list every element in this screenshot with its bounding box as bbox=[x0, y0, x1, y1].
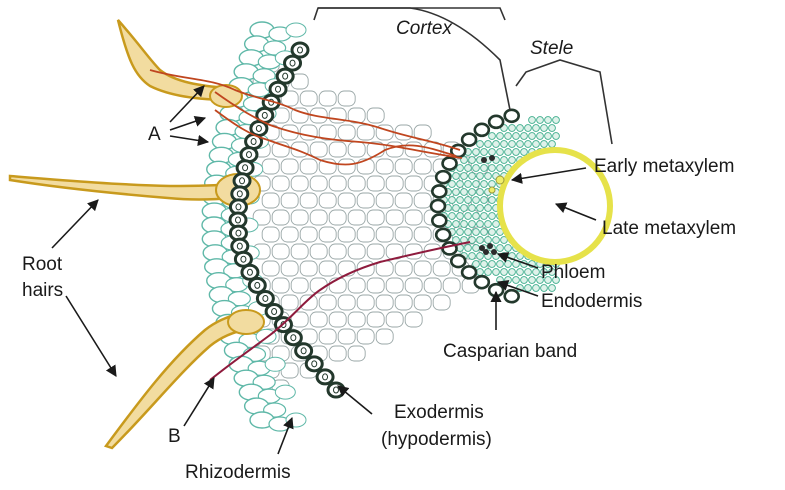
endodermis-label: Endodermis bbox=[541, 291, 642, 312]
hypodermis-label: (hypodermis) bbox=[381, 429, 492, 450]
pathway-b-label: B bbox=[168, 426, 181, 447]
early-metaxylem-label: Early metaxylem bbox=[594, 156, 734, 177]
root-hair-middle bbox=[10, 176, 232, 200]
pathway-a-label: A bbox=[148, 124, 161, 145]
late-metaxylem-label: Late metaxylem bbox=[602, 218, 736, 239]
stele-label: Stele bbox=[530, 38, 573, 59]
arrow-a-3 bbox=[170, 136, 208, 142]
root-hairs-label-line1: Root bbox=[22, 254, 63, 275]
arrow-root-hairs-up bbox=[52, 200, 98, 248]
arrow-root-hairs-down bbox=[66, 296, 116, 376]
arrow-b bbox=[184, 378, 214, 426]
casparian-band-label: Casparian band bbox=[443, 341, 577, 362]
phloem-label: Phloem bbox=[541, 262, 605, 283]
root-hairs-label-line2: hairs bbox=[22, 280, 63, 301]
exodermis-label: Exodermis bbox=[394, 402, 484, 423]
rhizodermis-label: Rhizodermis bbox=[185, 462, 291, 483]
stele-bracket bbox=[516, 60, 612, 144]
arrow-exodermis bbox=[338, 386, 372, 414]
cortex-label: Cortex bbox=[396, 18, 453, 39]
arrow-a-2 bbox=[170, 118, 205, 130]
